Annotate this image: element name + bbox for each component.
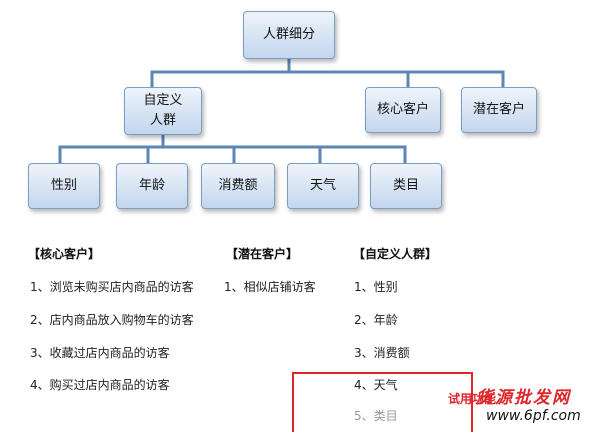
list-item-custom-3: 3、消费额 [354,346,410,360]
watermark-site-name: 货源批发网 [476,388,571,408]
node-weather-label: 天气 [309,178,336,193]
list-item-custom-4: 4、天气 [354,378,398,392]
node-root-label: 人群细分 [262,27,315,42]
node-root: 人群细分 [243,11,335,59]
list-item-core-4: 4、购买过店内商品的访客 [30,378,170,392]
node-age-label: 年龄 [138,178,165,193]
node-weather: 天气 [287,163,359,209]
watermark-url: www.6pf.com [486,408,581,424]
node-spend: 消费额 [201,163,275,209]
node-potential-customers-label: 潜在客户 [472,102,525,117]
node-category: 类目 [370,163,442,209]
list-item-potential-1: 1、相似店铺访客 [224,280,316,294]
list-item-custom-1: 1、性别 [354,280,398,294]
node-core-customers: 核心客户 [365,87,441,133]
list-title-core: 【核心客户】 [28,247,101,261]
node-spend-label: 消费额 [218,178,258,193]
list-item-custom-5: 5、类目 [354,409,398,423]
list-item-core-1: 1、浏览未购买店内商品的访客 [30,280,194,294]
node-custom-audience-label: 自定义 人群 [143,93,183,128]
list-item-core-2: 2、店内商品放入购物车的访客 [30,313,194,327]
list-item-custom-2: 2、年龄 [354,313,398,327]
list-title-custom: 【自定义人群】 [353,247,438,261]
list-title-potential: 【潜在客户】 [226,247,299,261]
node-category-label: 类目 [392,178,419,193]
node-gender-label: 性别 [50,178,77,193]
node-potential-customers: 潜在客户 [461,87,537,133]
node-gender: 性别 [28,163,100,209]
trial-feature-label: 试用功能 [448,392,497,406]
node-age: 年龄 [116,163,188,209]
node-core-customers-label: 核心客户 [376,102,429,117]
highlight-frame [292,372,473,432]
node-custom-audience: 自定义 人群 [124,87,202,135]
list-item-core-3: 3、收藏过店内商品的访客 [30,346,170,360]
